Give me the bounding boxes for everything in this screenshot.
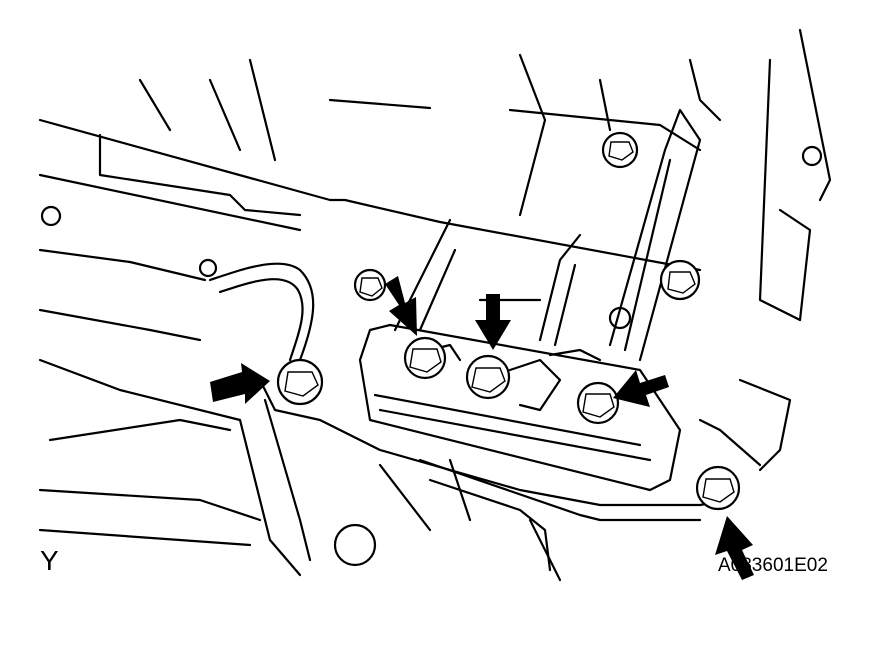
bolt-cover-3 <box>576 381 620 425</box>
arrow-cover-2 <box>475 294 511 350</box>
bolt-upper-right <box>659 259 701 301</box>
arrow-lower-right <box>715 516 754 580</box>
arrow-left-bracket <box>210 363 270 404</box>
bolt-top-right <box>601 131 639 169</box>
view-label: Y <box>40 545 59 576</box>
bolt-cover-2 <box>465 354 511 400</box>
bolt-cover-1 <box>403 336 447 380</box>
valve-body-cover <box>358 218 682 492</box>
indicator-arrows <box>210 276 754 580</box>
figure-id: A083601E02 <box>718 555 828 576</box>
arrow-cover-1 <box>385 276 417 336</box>
transmission-housing <box>38 28 832 582</box>
bolt-left-bracket <box>276 358 324 406</box>
bolt-upper-left <box>353 268 387 302</box>
arrow-cover-3 <box>613 370 669 407</box>
cooler-pipe <box>208 108 702 362</box>
mounting-bracket <box>238 378 732 577</box>
bolt-lower-right <box>695 465 741 511</box>
